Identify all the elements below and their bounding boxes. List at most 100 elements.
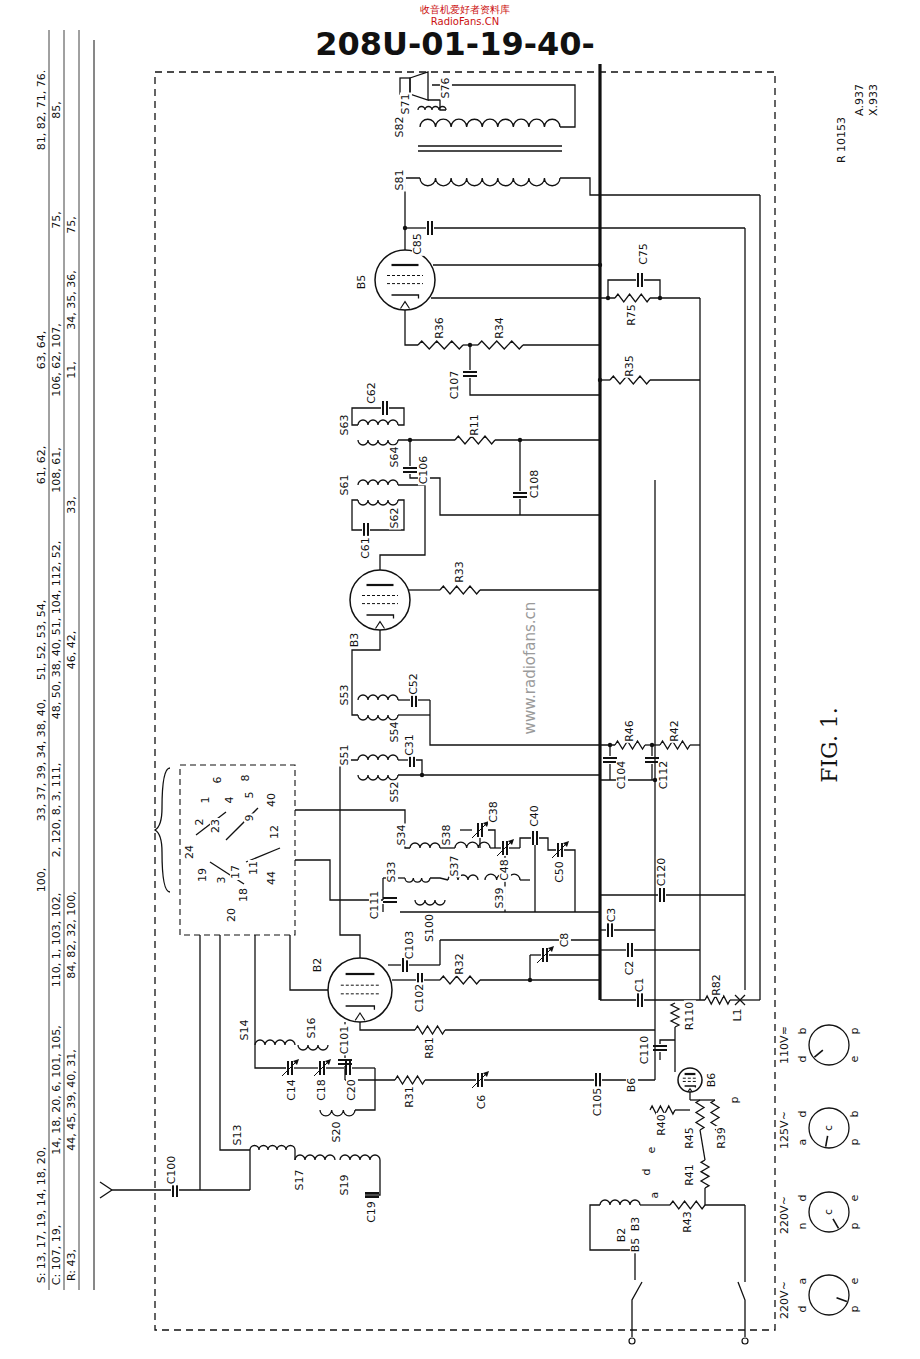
contact-letter: b — [797, 1027, 809, 1036]
capacitor-symbol — [546, 948, 548, 962]
capacitor-symbol — [645, 757, 659, 759]
component-label: S52 — [389, 781, 401, 804]
wire — [560, 178, 760, 195]
coil-symbol — [340, 1155, 380, 1160]
parts-list-cell: 81, 82, 71, 76. — [36, 69, 48, 151]
component-label: B5 — [356, 274, 368, 291]
contact-letter: d — [797, 1305, 809, 1314]
tube-symbol — [346, 1006, 375, 1010]
wire — [690, 1099, 715, 1100]
parts-list-cell: 51, 52, 53, 54, — [36, 599, 48, 681]
component-label: S20 — [331, 1121, 343, 1144]
capacitor-symbol — [431, 221, 433, 235]
capacitor-symbol — [349, 1061, 351, 1075]
wire — [600, 894, 658, 895]
capacitor-symbol — [481, 1073, 483, 1087]
switch-contact-number: 11 — [248, 860, 260, 876]
component-label: C75 — [638, 242, 650, 266]
wire — [100, 1190, 112, 1198]
parts-list-cell: S: 13, 17, 19, 14, 18, 20, — [36, 1146, 48, 1285]
variable-capacitor-arrow — [483, 1071, 489, 1077]
wire — [590, 1205, 635, 1280]
wire — [295, 810, 410, 848]
voltage-selector — [809, 1108, 849, 1148]
resistor-symbol — [701, 1160, 709, 1188]
drawing-number: A.937 — [854, 83, 866, 117]
component-label: S51 — [339, 744, 351, 767]
parts-list-cell: 75, — [66, 215, 78, 235]
wire — [433, 264, 600, 265]
component-label: R82 — [711, 973, 723, 997]
component-label: B6 — [706, 1072, 718, 1089]
contact-letter: p — [729, 1096, 741, 1105]
wire — [418, 145, 562, 147]
parts-list-cell: 46, 42, — [66, 630, 78, 670]
parts-list-cell: R: 43, — [66, 1248, 78, 1282]
switch-contact-number: 19 — [197, 867, 209, 883]
component-label: B5 — [630, 1237, 642, 1254]
tube-symbol — [367, 584, 394, 586]
tube-symbol — [683, 1078, 697, 1079]
component-label: R31 — [404, 1085, 416, 1109]
coil-symbol — [358, 775, 398, 780]
wire — [520, 514, 600, 515]
capacitor-symbol — [557, 843, 559, 857]
capacitor-symbol — [603, 757, 617, 759]
parts-list-cell: 44, 45, 39, 40, 31, — [66, 1048, 78, 1151]
wire — [480, 589, 600, 590]
component-label: C120 — [656, 857, 668, 888]
contact-letter: e — [646, 1146, 658, 1155]
resistor-symbol — [440, 976, 480, 984]
drawing-number: X.933 — [868, 83, 880, 117]
capacitor-symbol — [345, 1061, 347, 1075]
coil-symbol — [295, 1155, 335, 1160]
wire — [365, 1160, 380, 1195]
capacitor-symbol — [502, 841, 504, 855]
switch-contact-number: 23 — [210, 818, 222, 834]
contact-letter: e — [849, 1055, 861, 1064]
wire — [290, 935, 328, 990]
wire — [674, 1027, 675, 1072]
voltage-label: 220V~ — [779, 1195, 791, 1235]
contact-letter: p — [849, 1027, 861, 1036]
wire — [632, 1282, 642, 1337]
capacitor-symbol — [653, 1049, 667, 1051]
switch-contact-number: 6 — [212, 776, 224, 785]
tube-symbol — [355, 1013, 365, 1020]
tube-symbol — [376, 622, 385, 629]
component-label: S13 — [232, 1124, 244, 1147]
wire — [519, 499, 520, 515]
wire — [398, 760, 422, 775]
capacitor-symbol — [595, 1073, 597, 1087]
wire — [430, 878, 448, 880]
component-label: S82 — [394, 116, 406, 139]
coil-symbol — [358, 715, 398, 720]
capacitor-symbol — [365, 1196, 379, 1198]
component-label: C101 — [339, 1025, 351, 1056]
wire — [705, 1204, 745, 1205]
contact-letter: c — [823, 1208, 835, 1216]
capacitor-symbol — [536, 831, 538, 845]
capacitor-symbol — [338, 1059, 352, 1061]
wire — [49, 30, 50, 1290]
capacitor-symbol — [287, 1061, 289, 1075]
voltage-selector — [814, 1050, 822, 1057]
switch-contact-number: 24 — [184, 844, 196, 860]
component-label: S17 — [294, 1169, 306, 1192]
component-label: C3 — [606, 907, 618, 924]
variable-capacitor-arrow — [508, 839, 514, 845]
switch-contact-number: 3 — [216, 876, 228, 885]
switch-contact-number: 5 — [244, 791, 256, 800]
contact-letter: a — [797, 1138, 809, 1147]
resistor-symbol — [705, 996, 730, 1004]
coil-symbol — [358, 440, 398, 445]
component-label: C18 — [316, 1078, 328, 1102]
speaker-symbol — [410, 72, 428, 100]
switch-contact-number: 20 — [226, 907, 238, 923]
component-label: R32 — [454, 952, 466, 976]
wire — [422, 774, 600, 775]
contact-letter: d — [797, 1194, 809, 1203]
contact-letter: c — [823, 1124, 835, 1132]
wire — [651, 745, 652, 756]
switch-contact-number: 2 — [194, 818, 206, 827]
